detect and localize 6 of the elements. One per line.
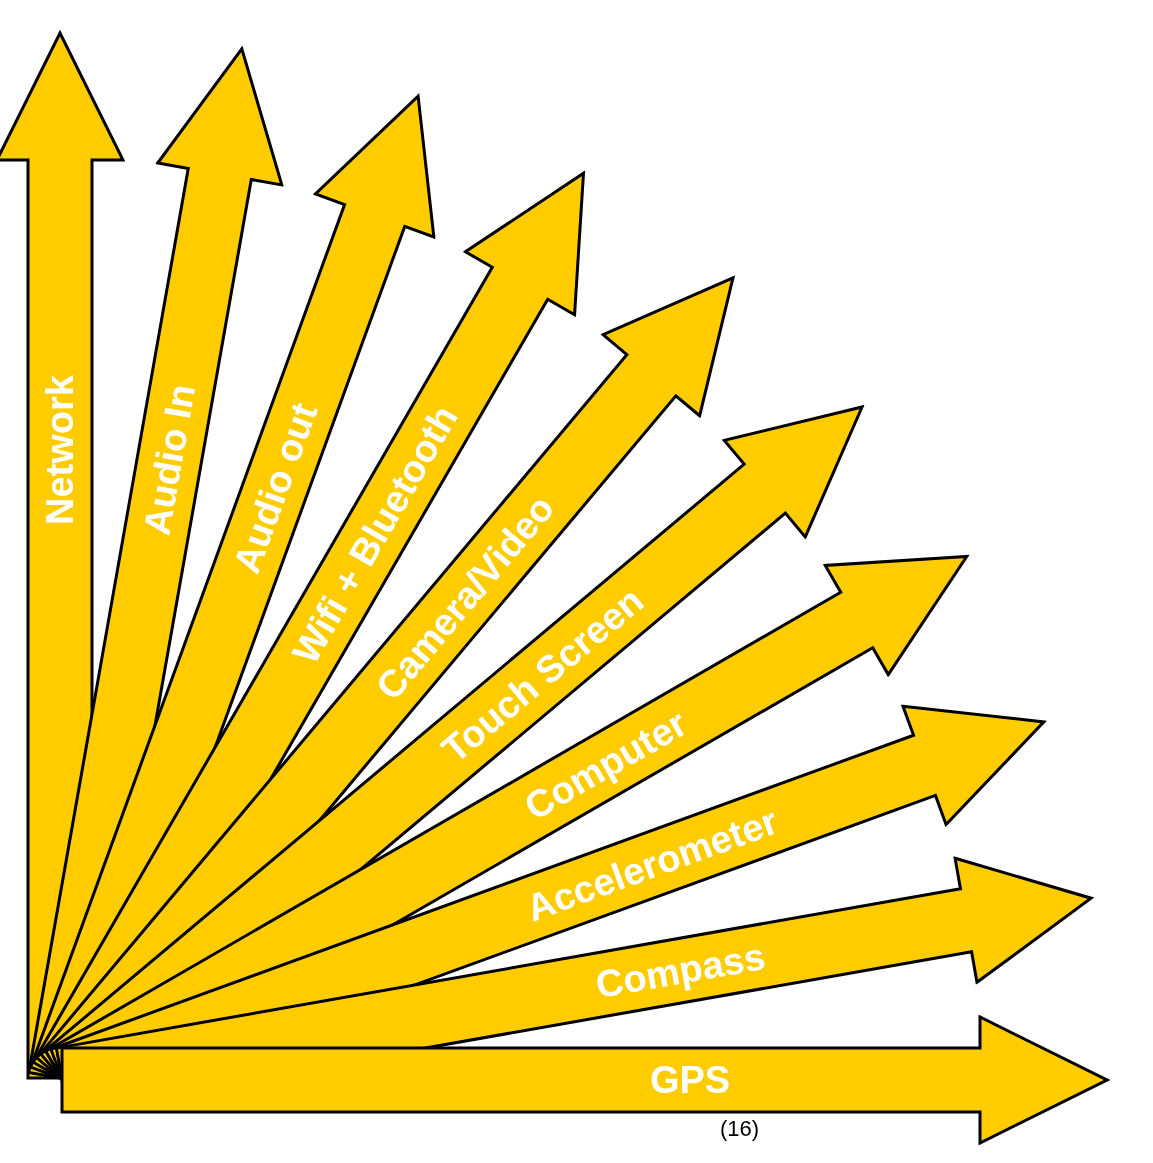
arrow-label: Audio out [224, 396, 327, 581]
arrow-label: Compass [591, 934, 770, 1009]
figure-number: (16) [720, 1116, 760, 1142]
arrow-label: GPS [648, 1058, 732, 1103]
arrow-label: Network [38, 374, 82, 527]
arrow-label: Audio In [134, 380, 205, 541]
